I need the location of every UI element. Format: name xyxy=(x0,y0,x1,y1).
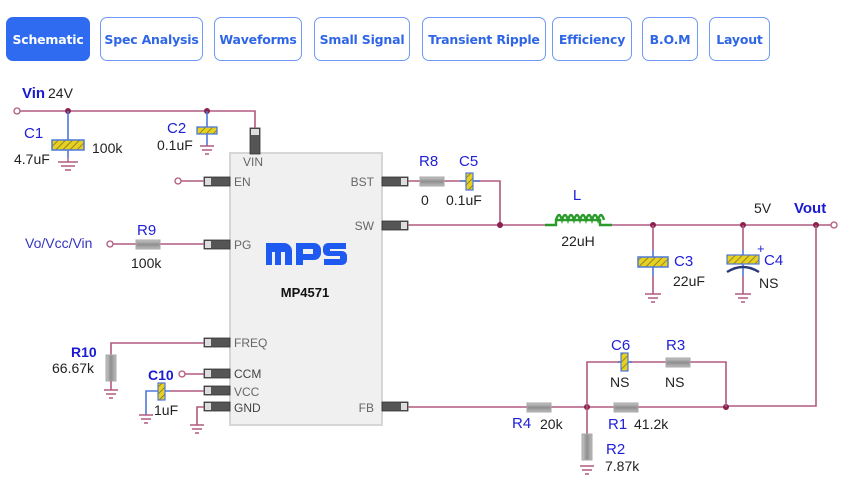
c4-ref: C4 xyxy=(764,252,783,269)
resistor-r3[interactable] xyxy=(665,357,691,368)
capacitor-c1[interactable] xyxy=(51,111,85,171)
vout-feedback-wire xyxy=(726,224,831,407)
r3-ref: R3 xyxy=(666,337,685,354)
capacitor-c4[interactable] xyxy=(726,225,760,303)
tab-transient-ripple[interactable]: Transient Ripple xyxy=(422,17,546,61)
pin-label-en: EN xyxy=(234,175,251,189)
pin-label-ccm: CCM xyxy=(234,367,261,381)
r8-ref: R8 xyxy=(419,153,438,170)
r2-ref: R2 xyxy=(606,441,625,458)
pin-label-gnd: GND xyxy=(234,401,261,415)
en-terminal[interactable] xyxy=(174,177,182,185)
tab-layout[interactable]: Layout xyxy=(709,17,770,61)
resistor-r9[interactable] xyxy=(135,239,161,250)
r10-value: 66.67k xyxy=(52,360,95,376)
r2-value: 7.87k xyxy=(605,458,640,474)
tab-waveforms[interactable]: Waveforms xyxy=(214,17,302,61)
c6-r3-branch-wire xyxy=(586,361,727,407)
pin-label-vcc: VCC xyxy=(234,385,260,399)
resistor-r4[interactable] xyxy=(526,402,552,413)
resistor-r1[interactable] xyxy=(613,402,639,413)
pg-pullup-terminal[interactable] xyxy=(106,240,114,248)
vin-voltage: 24V xyxy=(48,85,74,101)
capacitor-c2[interactable] xyxy=(196,111,218,155)
c1-extra-value: 100k xyxy=(92,140,123,156)
c1-value: 4.7uF xyxy=(14,151,50,167)
capacitor-c6[interactable] xyxy=(618,352,632,372)
ic-part-number: MP4571 xyxy=(281,285,329,300)
c2-value: 0.1uF xyxy=(157,137,193,153)
mps-logo xyxy=(266,243,347,265)
vin-terminal[interactable] xyxy=(13,107,21,115)
ic-body xyxy=(229,152,383,426)
r8-value: 0 xyxy=(421,192,429,208)
r1-value: 41.2k xyxy=(634,416,669,432)
capacitor-c3[interactable] xyxy=(637,225,669,303)
r9-value: 100k xyxy=(131,255,162,271)
c1-ref: C1 xyxy=(24,125,43,142)
gnd-wire xyxy=(196,406,204,425)
pin-label-pg: PG xyxy=(234,238,251,252)
c10-ref: C10 xyxy=(148,367,174,383)
c2-ref: C2 xyxy=(167,120,186,137)
tab-bom[interactable]: B.O.M xyxy=(642,17,698,61)
vout-label: Vout xyxy=(794,200,826,217)
tab-efficiency[interactable]: Efficiency xyxy=(552,17,632,61)
freq-wire xyxy=(110,342,204,355)
inductor-l[interactable] xyxy=(545,213,612,227)
pin-label-sw: SW xyxy=(355,219,375,233)
c4-value: NS xyxy=(759,275,778,291)
resistor-r10[interactable] xyxy=(104,354,118,399)
c4-polarity: + xyxy=(757,241,765,256)
c6-ref: C6 xyxy=(611,337,630,354)
ground-icon xyxy=(190,424,204,434)
c3-value: 22uF xyxy=(673,273,705,289)
capacitor-c5[interactable] xyxy=(460,172,480,191)
resistor-r2[interactable] xyxy=(580,407,594,475)
inductor-ref: L xyxy=(573,187,581,204)
vout-voltage: 5V xyxy=(754,200,772,216)
r10-ref: R10 xyxy=(71,344,97,360)
tab-small-signal[interactable]: Small Signal xyxy=(314,17,410,61)
r1-ref: R1 xyxy=(608,416,627,433)
ccm-terminal[interactable] xyxy=(178,370,186,378)
pin-label-bst: BST xyxy=(351,175,375,189)
r4-value: 20k xyxy=(540,416,564,432)
resistor-r8[interactable] xyxy=(419,176,445,187)
pin-label-fb: FB xyxy=(359,401,374,415)
c3-ref: C3 xyxy=(674,253,693,270)
pin-label-vin: VIN xyxy=(243,155,263,169)
r4-ref: R4 xyxy=(512,415,531,432)
pin-label-freq: FREQ xyxy=(234,336,267,350)
capacitor-c10[interactable] xyxy=(139,382,204,424)
c5-ref: C5 xyxy=(459,153,478,170)
c10-value: 1uF xyxy=(154,402,178,418)
pin-stubs xyxy=(203,127,409,412)
r9-ref: R9 xyxy=(137,222,156,239)
c6-value: NS xyxy=(610,374,629,390)
pg-pullup-label: Vo/Vcc/Vin xyxy=(25,235,92,251)
r3-value: NS xyxy=(665,374,684,390)
inductor-value: 22uH xyxy=(561,233,594,249)
vout-terminal[interactable] xyxy=(830,221,838,229)
vin-label: Vin xyxy=(22,85,45,102)
vin-rail xyxy=(20,110,256,128)
tab-schematic[interactable]: Schematic xyxy=(6,17,90,61)
c5-value: 0.1uF xyxy=(446,192,482,208)
tab-spec-analysis[interactable]: Spec Analysis xyxy=(100,17,203,61)
